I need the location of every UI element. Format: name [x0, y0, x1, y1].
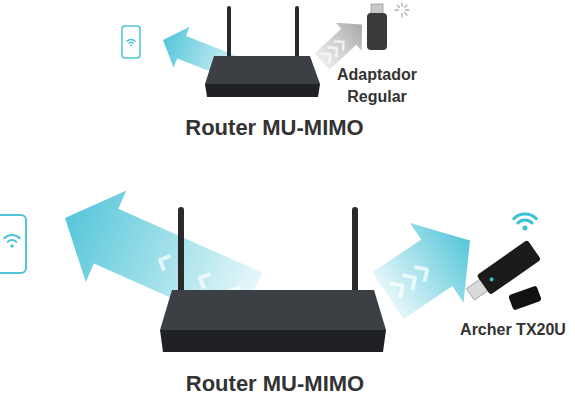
adapter-cap	[508, 285, 542, 310]
wifi-symbol	[127, 39, 135, 43]
router-antenna	[352, 207, 358, 297]
wifi-stream-arrow	[315, 23, 363, 70]
stream-chevron	[160, 256, 171, 271]
router-top	[160, 290, 386, 330]
usb-plug	[371, 4, 383, 14]
stream-chevron	[321, 54, 330, 64]
router-antenna	[227, 6, 231, 62]
router-front	[160, 330, 386, 352]
adapter-logo	[489, 277, 495, 283]
adapter-body	[477, 240, 542, 295]
stream-chevron	[327, 48, 336, 58]
adapter-body	[367, 13, 387, 50]
stream-chevron	[200, 274, 211, 289]
node-label: Router MU-MIMO	[185, 115, 363, 141]
router-front	[205, 84, 320, 97]
stream-chevron	[334, 41, 343, 51]
node-label: Archer TX20U	[460, 320, 566, 340]
diagram-node: Adaptador Regular	[362, 2, 392, 52]
router-top	[205, 56, 320, 84]
wifi-symbol	[4, 235, 20, 242]
wifi-dot	[523, 226, 528, 231]
wifi-dot	[10, 244, 14, 248]
wifi-stream-arrow	[372, 223, 470, 319]
node-label: Adaptador Regular	[327, 64, 427, 108]
wifi-symbol	[514, 214, 537, 223]
router-illustration	[158, 205, 388, 356]
wifi-dot	[130, 45, 132, 47]
stream-chevron	[402, 275, 415, 290]
diagram-node: Router MU-MIMO	[158, 205, 388, 356]
loading-sparkle	[395, 3, 409, 17]
router-illustration	[203, 4, 322, 100]
phone-icon	[122, 26, 140, 58]
phone-icon	[0, 215, 26, 273]
diagram-node: Router MU-MIMO	[203, 4, 322, 100]
router-antenna	[178, 207, 184, 297]
usb-adapter-illustration	[470, 228, 548, 312]
stream-chevron	[390, 283, 403, 298]
router-antenna	[295, 6, 299, 62]
stream-chevron	[415, 267, 428, 282]
usb-adapter-icon	[362, 2, 392, 52]
node-label: Router MU-MIMO	[186, 371, 364, 397]
diagram-node: Archer TX20U	[470, 228, 548, 312]
